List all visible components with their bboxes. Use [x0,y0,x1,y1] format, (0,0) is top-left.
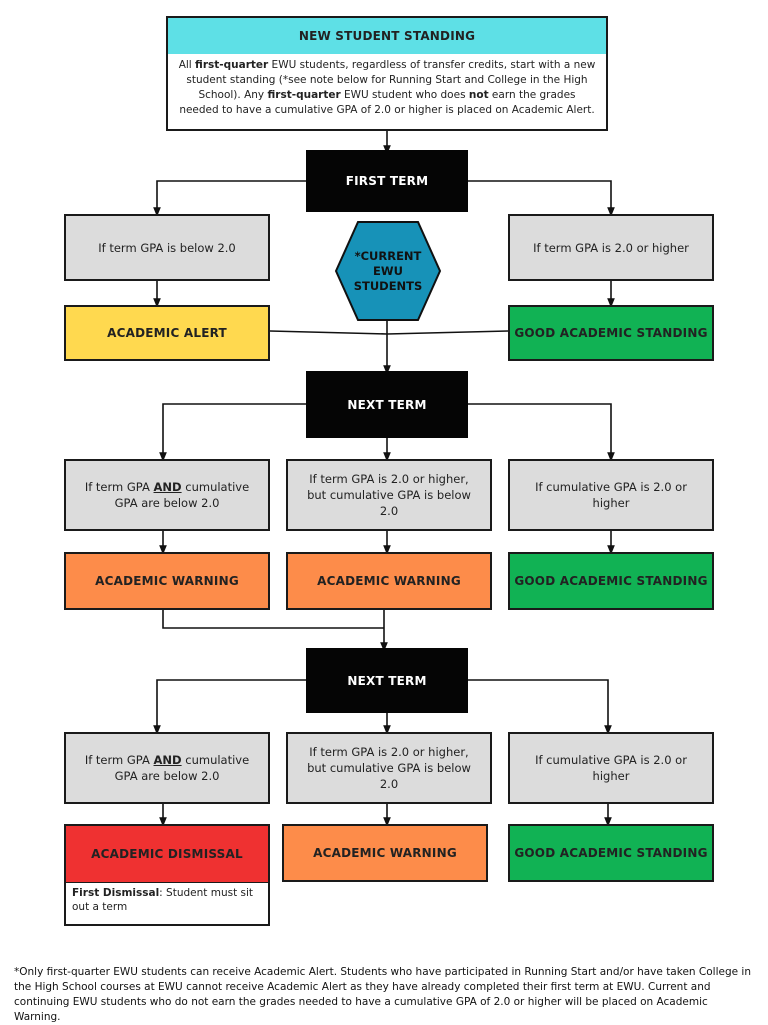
first-dismissal-note: First Dismissal: Student must sit out a … [64,883,270,926]
second-term-condition-1: If term GPA AND cumulative GPA are below… [64,459,270,531]
footnote: *Only first-quarter EWU students can rec… [14,966,751,1023]
first-term-label: FIRST TERM [345,174,429,188]
new-student-title: NEW STUDENT STANDING [166,16,608,56]
second-term-condition-3: If cumulative GPA is 2.0 or higher [508,459,714,531]
academic-dismissal-label: ACADEMIC DISMISSAL [91,847,243,861]
academic-dismissal-box: ACADEMIC DISMISSAL [64,824,270,884]
third-term-condition-3: If cumulative GPA is 2.0 or higher [508,732,714,804]
condition-text: If term GPA AND cumulative GPA are below… [76,479,258,511]
academic-alert-box: ACADEMIC ALERT [64,305,270,361]
condition-text: If term GPA is 2.0 or higher, but cumula… [307,745,471,791]
body-text-3: EWU student who does [340,89,469,101]
body-bold-1: first-quarter [195,59,269,71]
good-standing-box-2: GOOD ACADEMIC STANDING [508,552,714,610]
academic-warning-label: ACADEMIC WARNING [95,574,239,588]
good-standing-box-3: GOOD ACADEMIC STANDING [508,824,714,882]
condition-text: If cumulative GPA is 2.0 or higher [535,753,687,783]
third-term-condition-2: If term GPA is 2.0 or higher, but cumula… [286,732,492,804]
connector-next1-right [468,403,615,462]
first-dismissal-text: : Student must sit out a term [72,887,254,913]
academic-warning-box-3: ACADEMIC WARNING [282,824,488,882]
first-dismissal-bold: First Dismissal [72,887,160,899]
new-student-description: All first-quarter EWU students, regardle… [166,54,608,131]
academic-warning-box-1: ACADEMIC WARNING [64,552,270,610]
connector-merge-first [269,330,509,335]
good-standing-box-1: GOOD ACADEMIC STANDING [508,305,714,361]
condition-post: cumulative GPA are below 2.0 [114,753,250,783]
condition-text: If term GPA AND cumulative GPA are below… [76,752,258,784]
condition-pre: If term GPA [84,480,154,494]
second-term-condition-2: If term GPA is 2.0 or higher, but cumula… [286,459,492,531]
condition-text: If cumulative GPA is 2.0 or higher [535,480,687,510]
academic-warning-label: ACADEMIC WARNING [317,574,461,588]
connector-next2-left [153,679,306,735]
next-term-box-2: NEXT TERM [306,648,468,713]
body-bold-2: first-quarter [267,89,341,101]
body-bold-3: not [468,89,489,101]
condition-text: If term GPA is 2.0 or higher [533,240,689,255]
condition-pre: If term GPA [84,753,154,767]
new-student-title-text: NEW STUDENT STANDING [298,29,476,43]
first-term-above-condition: If term GPA is 2.0 or higher [508,214,714,281]
next-term-label: NEXT TERM [347,397,427,412]
condition-text: If term GPA is 2.0 or higher, but cumula… [307,472,471,518]
connector-merge-warn [162,610,384,629]
connector-next2-right [468,679,612,735]
condition-and: AND [153,480,182,494]
body-text-4: earn the grades needed to have a cumulat… [179,89,595,116]
condition-post: cumulative GPA are below 2.0 [114,480,250,510]
good-standing-label: GOOD ACADEMIC STANDING [514,326,708,340]
next-term-box-1: NEXT TERM [306,371,468,438]
connector-first-right [468,180,615,217]
condition-and: AND [153,753,182,767]
next-term-label: NEXT TERM [347,673,427,688]
connector-first-left [153,180,306,217]
hexagon-shape [334,221,442,321]
first-term-below-condition: If term GPA is below 2.0 [64,214,270,281]
third-term-condition-1: If term GPA AND cumulative GPA are below… [64,732,270,804]
current-students-hexagon-label: *CURRENT EWU STUDENTS [340,226,436,316]
academic-warning-box-2: ACADEMIC WARNING [286,552,492,610]
hexagon-text: *CURRENT EWU STUDENTS [353,248,423,293]
first-term-box: FIRST TERM [306,150,468,212]
body-text-2: EWU students, regardless of transfer cre… [186,59,596,101]
good-standing-label: GOOD ACADEMIC STANDING [514,574,708,588]
good-standing-label: GOOD ACADEMIC STANDING [514,846,708,860]
condition-text: If term GPA is below 2.0 [98,240,236,255]
academic-alert-label: ACADEMIC ALERT [107,326,227,340]
body-text-1: All [178,59,196,71]
academic-warning-label: ACADEMIC WARNING [313,846,457,860]
connector-next1-left [159,403,306,462]
